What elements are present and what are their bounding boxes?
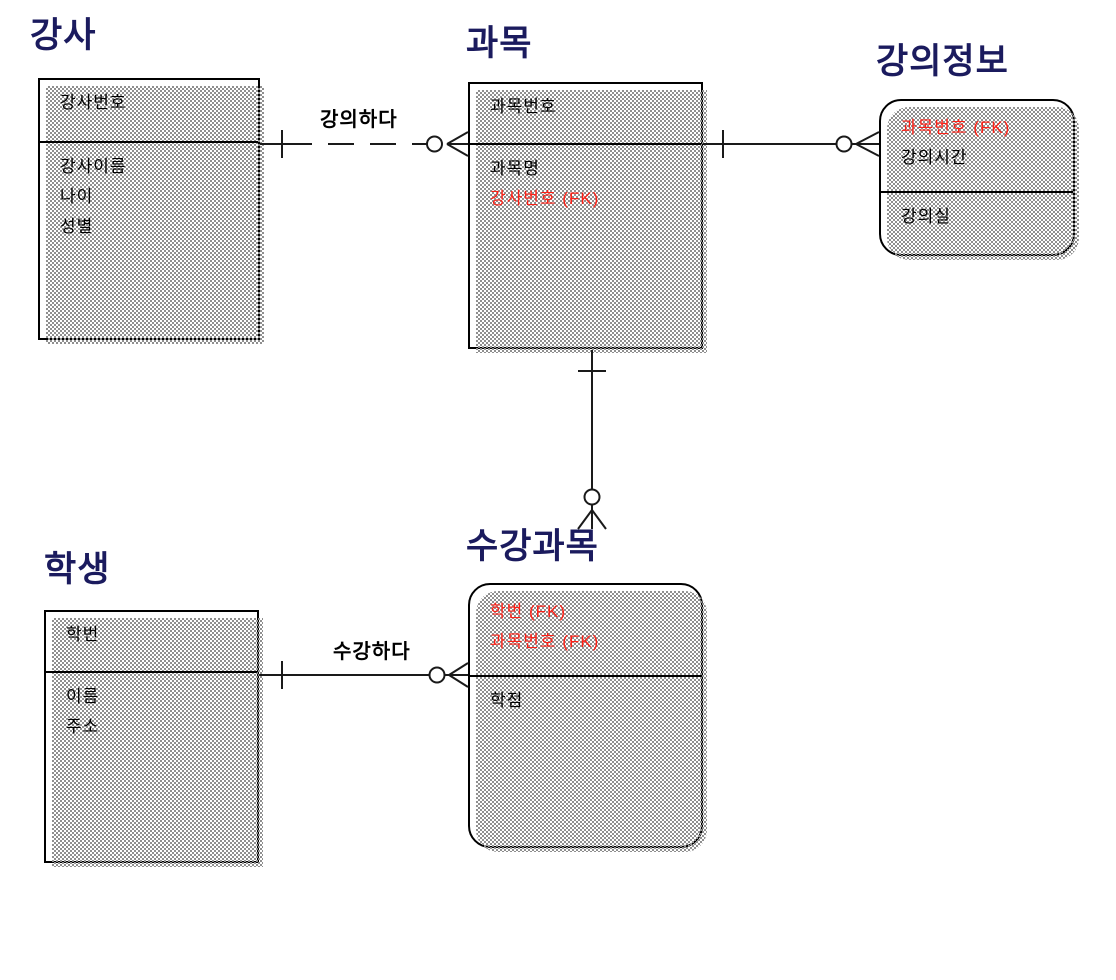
relationship-course-lectureinfo-line[interactable] — [703, 130, 880, 158]
entity-enrollment-attr-section: 학점 — [470, 677, 701, 716]
zero-circle-icon — [428, 666, 446, 684]
crow-foot-icon — [446, 131, 469, 157]
entity-student-key-section: 학번 — [46, 612, 257, 673]
entity-student-title: 학생 — [44, 550, 111, 589]
attribute-row: 나이 — [60, 187, 94, 206]
relationship-label-enroll[interactable]: 수강하다 — [333, 641, 411, 663]
entity-course-box[interactable]: 과목번호 과목명 강사번호 (FK) — [468, 82, 707, 353]
key-attribute-row: 학번 — [66, 625, 100, 644]
foreign-key-row: 학번 (FK) — [490, 602, 567, 621]
entity-student-box[interactable]: 학번 이름 주소 — [44, 610, 263, 867]
attribute-row: 이름 — [66, 687, 100, 706]
entity-enrollment-title: 수강과목 — [466, 527, 599, 566]
zero-circle-icon — [835, 135, 853, 153]
foreign-key-row: 강사번호 (FK) — [490, 189, 600, 208]
entity-lectureinfo-key-section: 과목번호 (FK) 강의시간 — [881, 101, 1073, 193]
attribute-row: 과목명 — [490, 159, 540, 178]
zero-circle-icon — [426, 135, 443, 153]
entity-instructor-title: 강사 — [30, 16, 97, 55]
foreign-key-row: 과목번호 (FK) — [490, 632, 600, 651]
relationship-lecture-line[interactable] — [260, 130, 469, 158]
entity-instructor-key-section: 강사번호 — [40, 80, 258, 143]
attribute-row: 주소 — [66, 717, 100, 736]
entity-lectureinfo-attr-section: 강의실 — [881, 193, 1073, 232]
attribute-row: 성별 — [60, 217, 94, 236]
entity-course-attr-section: 과목명 강사번호 (FK) — [470, 145, 701, 214]
key-attribute-row: 과목번호 — [490, 97, 557, 116]
relationship-label-lecture[interactable]: 강의하다 — [320, 109, 398, 131]
entity-course-title: 과목 — [466, 24, 533, 63]
relationship-enroll-line[interactable] — [259, 661, 469, 689]
entity-lectureinfo-box[interactable]: 과목번호 (FK) 강의시간 강의실 — [879, 99, 1079, 260]
key-attribute-row: 강사번호 — [60, 93, 127, 112]
foreign-key-row: 과목번호 (FK) — [901, 118, 1011, 137]
entity-course-key-section: 과목번호 — [470, 84, 701, 145]
entity-lectureinfo-title: 강의정보 — [876, 42, 1009, 81]
zero-circle-icon — [583, 488, 601, 506]
entity-student-attr-section: 이름 주소 — [46, 673, 257, 742]
relationship-course-enrollment-line[interactable] — [577, 350, 607, 530]
attribute-row: 학점 — [490, 691, 524, 710]
entity-enrollment-key-section: 학번 (FK) 과목번호 (FK) — [470, 585, 701, 677]
crow-foot-icon — [855, 131, 880, 157]
attribute-row: 강사이름 — [60, 157, 127, 176]
entity-instructor-attr-section: 강사이름 나이 성별 — [40, 143, 258, 242]
entity-enrollment-box[interactable]: 학번 (FK) 과목번호 (FK) 학점 — [468, 583, 707, 852]
attribute-row: 강의실 — [901, 207, 951, 226]
crow-foot-icon — [448, 662, 469, 688]
entity-instructor-box[interactable]: 강사번호 강사이름 나이 성별 — [38, 78, 264, 344]
key-attribute-row: 강의시간 — [901, 148, 968, 167]
